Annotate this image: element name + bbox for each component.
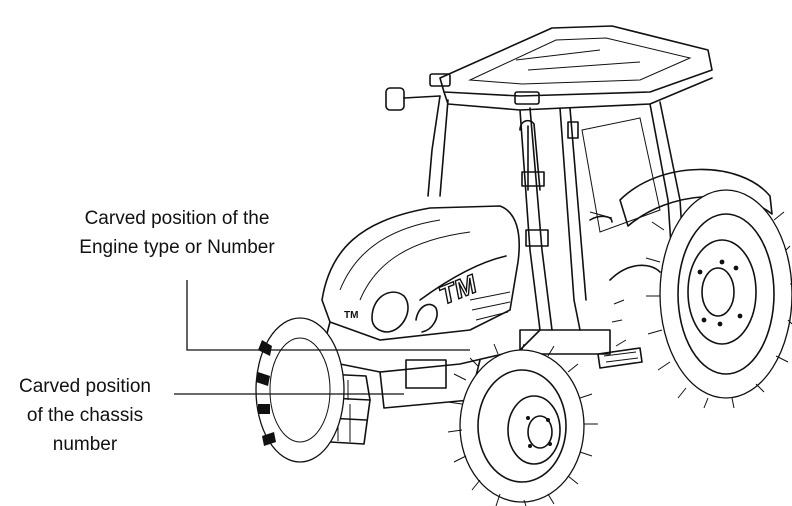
rear-left-wheel bbox=[609, 264, 661, 347]
cab-frame bbox=[427, 95, 685, 331]
engine-label-line-2: Engine type or Number bbox=[79, 237, 275, 258]
front-left-wheel bbox=[255, 317, 345, 463]
chassis-label-line-2: of the chassis bbox=[26, 405, 144, 426]
engine-leader-line bbox=[186, 280, 470, 351]
front-right-wheel bbox=[447, 343, 598, 506]
grille-logo: TM bbox=[344, 310, 358, 321]
engine-number-label: Carved position of the Engine type or Nu… bbox=[46, 204, 308, 262]
chassis-label-line-1: Carved position bbox=[18, 376, 152, 397]
chassis-label-line-3: number bbox=[52, 434, 118, 455]
cab-roof bbox=[429, 25, 713, 111]
mirror-left bbox=[385, 87, 441, 111]
exhaust-pipe bbox=[519, 119, 549, 247]
hood: TM TM bbox=[321, 205, 520, 341]
rear-right-wheel bbox=[619, 168, 792, 409]
chassis-number-label: Carved position of the chassis number bbox=[0, 372, 170, 459]
leader-lines bbox=[174, 280, 470, 395]
engine-label-line-1: Carved position of the bbox=[84, 208, 270, 229]
hood-logo: TM bbox=[435, 268, 482, 310]
